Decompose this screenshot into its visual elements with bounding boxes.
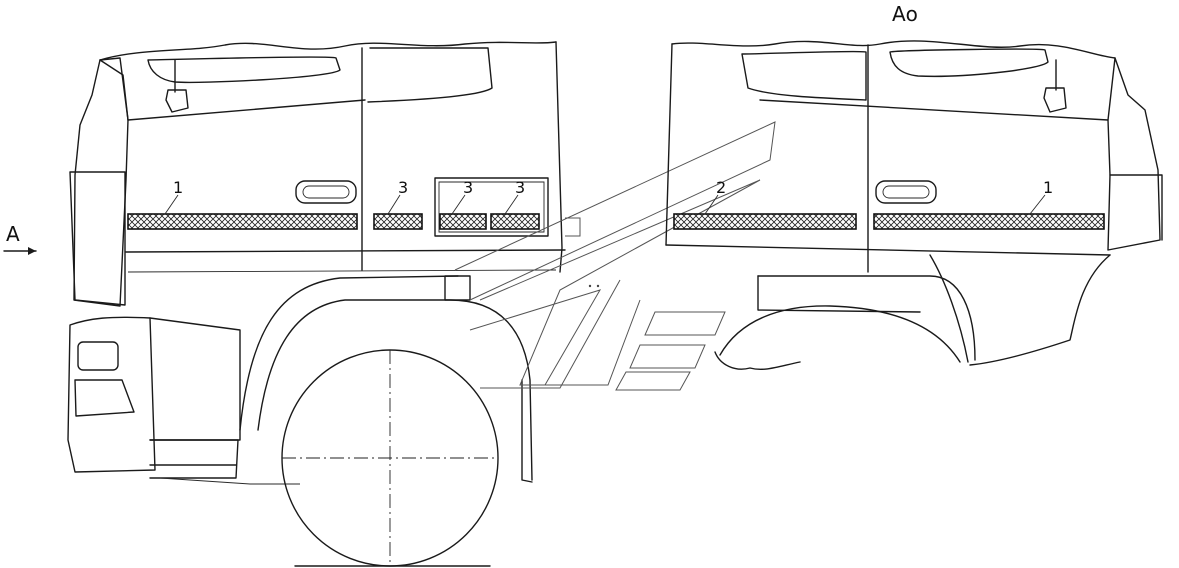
section-connector (454, 121, 776, 391)
callout-2-right: 2 (716, 178, 726, 197)
callout-3-a: 3 (398, 178, 408, 197)
callout-3-b: 3 (463, 178, 473, 197)
decal-strip-1-right (873, 213, 1105, 230)
callout-1-right: 1 (1043, 178, 1053, 197)
decal-strip-2-right (673, 213, 857, 230)
decal-strip-3a (373, 213, 423, 230)
callout-1-left: 1 (173, 178, 183, 197)
view-a-label: А (6, 222, 20, 246)
left-cab-side (67, 41, 566, 567)
view-a-arrow: А (3, 222, 37, 255)
right-cab-side (665, 40, 1163, 371)
view-ao-title: Аo (892, 2, 918, 26)
callout-3-c: 3 (515, 178, 525, 197)
decal-strip-3c (490, 213, 540, 230)
decal-strip-3b (439, 213, 487, 230)
decal-strip-1-left (127, 213, 358, 230)
